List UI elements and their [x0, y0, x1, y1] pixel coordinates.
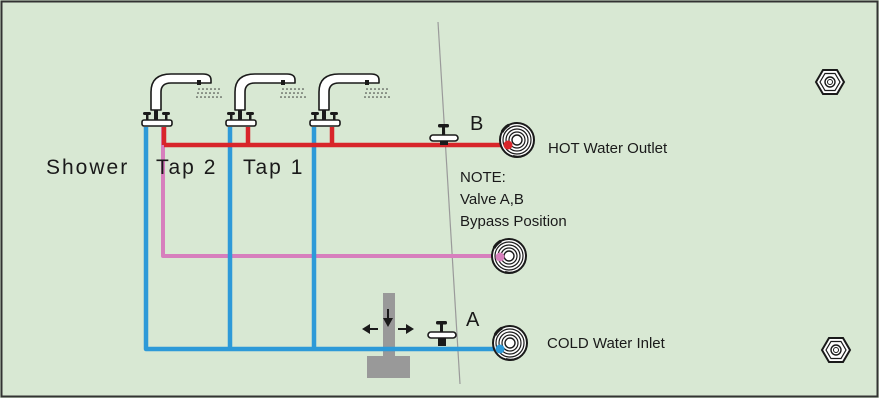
note-line-2: Bypass Position: [460, 213, 567, 230]
valve-a-label: A: [466, 309, 480, 331]
hot-outlet-fitting-icon: [498, 121, 536, 159]
hot-pipe: [161, 127, 506, 148]
hex-fitting-top-icon: [815, 69, 845, 95]
tap-2-label: Tap 2: [156, 156, 217, 179]
return-pipe: [161, 127, 498, 258]
note-heading: NOTE:: [460, 169, 506, 186]
return-fitting-icon: [490, 237, 528, 275]
note-line-1: Valve A,B: [460, 191, 524, 208]
shower-label: Shower: [46, 156, 129, 179]
flow-arrows-icon: [362, 309, 414, 334]
hex-fitting-bottom-icon: [821, 337, 851, 363]
valve-a-icon: [427, 321, 457, 346]
cold-inlet-fitting-icon: [491, 324, 529, 362]
cold-inlet-label: COLD Water Inlet: [547, 335, 666, 352]
valve-b-label: B: [470, 113, 483, 135]
hot-outlet-label: HOT Water Outlet: [548, 140, 668, 157]
valve-b-icon: [429, 124, 459, 145]
tap-1-label: Tap 1: [243, 156, 304, 179]
divider-line: [437, 21, 461, 385]
cold-pipe: [143, 127, 498, 352]
